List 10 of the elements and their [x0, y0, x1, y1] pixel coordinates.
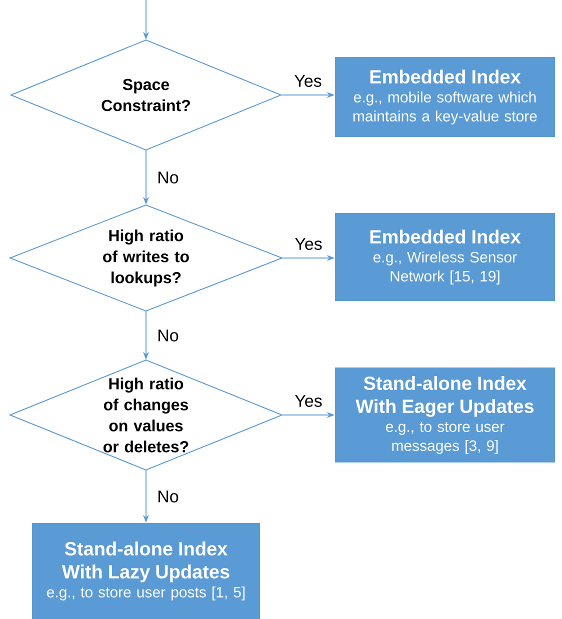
edge-label: Yes [293, 74, 323, 88]
edge-label: Yes [294, 237, 324, 251]
edge-label: No [156, 490, 180, 504]
edge-label: No [156, 328, 180, 342]
process-box: Embedded Index e.g., mobile software which maintains a key-value store [335, 57, 555, 137]
process-box: Stand-alone Index With Lazy Updates e.g., to store user posts [1, 5] [32, 523, 260, 619]
process-box: Embedded Index e.g., Wireless Sensor Network [15, 19] [335, 213, 555, 301]
process-box: Stand-alone Index With Eager Updates e.g., to store user messages [3, 9] [335, 368, 555, 462]
edge-label: No [156, 170, 180, 184]
edge-label: Yes [294, 394, 324, 408]
